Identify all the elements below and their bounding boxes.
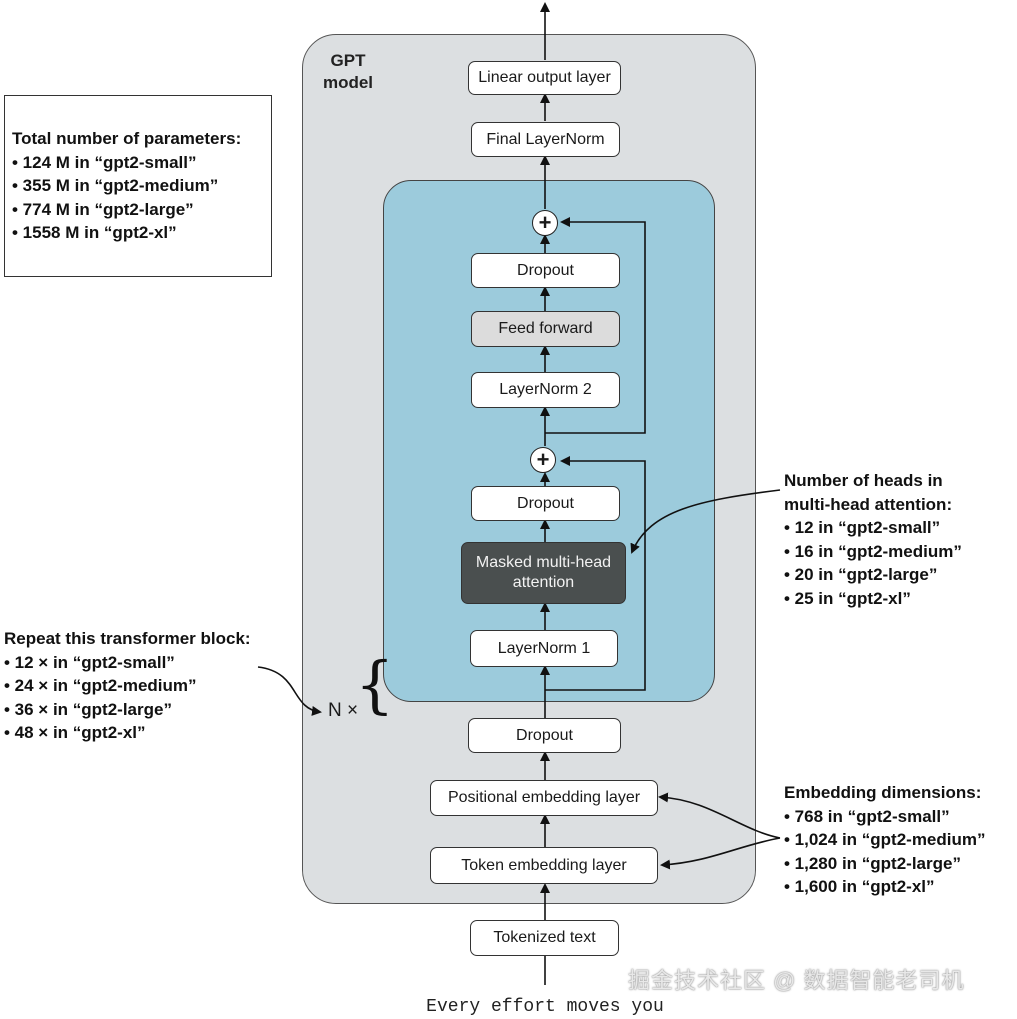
parameters-item: • 355 M in “gpt2-medium”	[12, 176, 219, 195]
parameters-heading: Total number of parameters:	[12, 129, 242, 148]
dropout-mid-box: Dropout	[471, 486, 620, 521]
heads-annotation-curve	[630, 489, 781, 554]
attention-label-line2: attention	[512, 574, 575, 591]
token-embedding-layer-box: Token embedding layer	[430, 847, 658, 884]
shortcut-connection-2	[545, 217, 646, 434]
embedding-annotation-curve-2	[660, 837, 781, 870]
attention-label-line1: Masked multi-head	[475, 554, 612, 571]
repeat-n-label: N ×	[328, 700, 359, 721]
parameters-item: • 124 M in “gpt2-small”	[12, 152, 197, 172]
repeat-item: • 24 × in “gpt2-medium”	[4, 676, 197, 695]
heads-item: • 16 in “gpt2-medium”	[784, 541, 962, 561]
layernorm-2-box: LayerNorm 2	[471, 372, 620, 408]
repeat-note: Repeat this transformer block: • 12 × in…	[4, 627, 251, 745]
repeat-item: • 12 × in “gpt2-small”	[4, 652, 175, 672]
watermark-text: 掘金技术社区 @ 数据智能老司机	[628, 968, 965, 993]
heads-item: • 25 in “gpt2-xl”	[784, 588, 911, 608]
layernorm-1-box: LayerNorm 1	[470, 630, 618, 667]
embedding-item: • 1,280 in “gpt2-large”	[784, 853, 961, 873]
masked-multi-head-attention-box: Masked multi-head attention	[461, 542, 626, 604]
heads-item: • 12 in “gpt2-small”	[784, 518, 941, 537]
heads-heading-line1: Number of heads in	[784, 471, 943, 490]
input-example-text: Every effort moves you	[426, 997, 664, 1017]
embedding-annotation-curve-1	[658, 792, 781, 839]
repeat-annotation-curve	[257, 666, 322, 716]
heads-heading-line2: multi-head attention:	[784, 494, 953, 514]
linear-output-layer-box: Linear output layer	[468, 61, 621, 95]
dropout-embedding-box: Dropout	[468, 718, 621, 753]
embedding-item: • 1,024 in “gpt2-medium”	[784, 830, 986, 849]
embedding-note: Embedding dimensions: • 768 in “gpt2-sma…	[784, 781, 986, 899]
repeat-brace-icon: {	[355, 648, 395, 721]
parameters-note: Total number of parameters: • 124 M in “…	[12, 127, 241, 245]
parameters-note-box	[4, 95, 272, 277]
shortcut-connection-1	[545, 456, 646, 691]
parameters-item: • 774 M in “gpt2-large”	[12, 199, 194, 219]
gpt-model-label-line1: GPT	[330, 51, 366, 70]
heads-item: • 20 in “gpt2-large”	[784, 565, 938, 584]
repeat-heading: Repeat this transformer block:	[4, 629, 251, 648]
repeat-item: • 48 × in “gpt2-xl”	[4, 723, 146, 742]
embedding-item: • 768 in “gpt2-small”	[784, 806, 950, 826]
parameters-item: • 1558 M in “gpt2-xl”	[12, 223, 177, 242]
feed-forward-box: Feed forward	[471, 311, 620, 347]
residual-add-top-icon: +	[532, 210, 558, 236]
tokenized-text-box: Tokenized text	[470, 920, 619, 956]
dropout-top-box: Dropout	[471, 253, 620, 288]
heads-note: Number of heads in multi-head attention:…	[784, 469, 962, 610]
embedding-heading: Embedding dimensions:	[784, 783, 982, 802]
gpt-model-label: GPT model	[318, 50, 378, 94]
embedding-item: • 1,600 in “gpt2-xl”	[784, 877, 935, 896]
gpt-model-label-line2: model	[322, 73, 374, 92]
repeat-item: • 36 × in “gpt2-large”	[4, 699, 172, 719]
final-layernorm-box: Final LayerNorm	[471, 122, 620, 157]
positional-embedding-layer-box: Positional embedding layer	[430, 780, 658, 816]
residual-add-mid-icon: +	[530, 447, 556, 473]
